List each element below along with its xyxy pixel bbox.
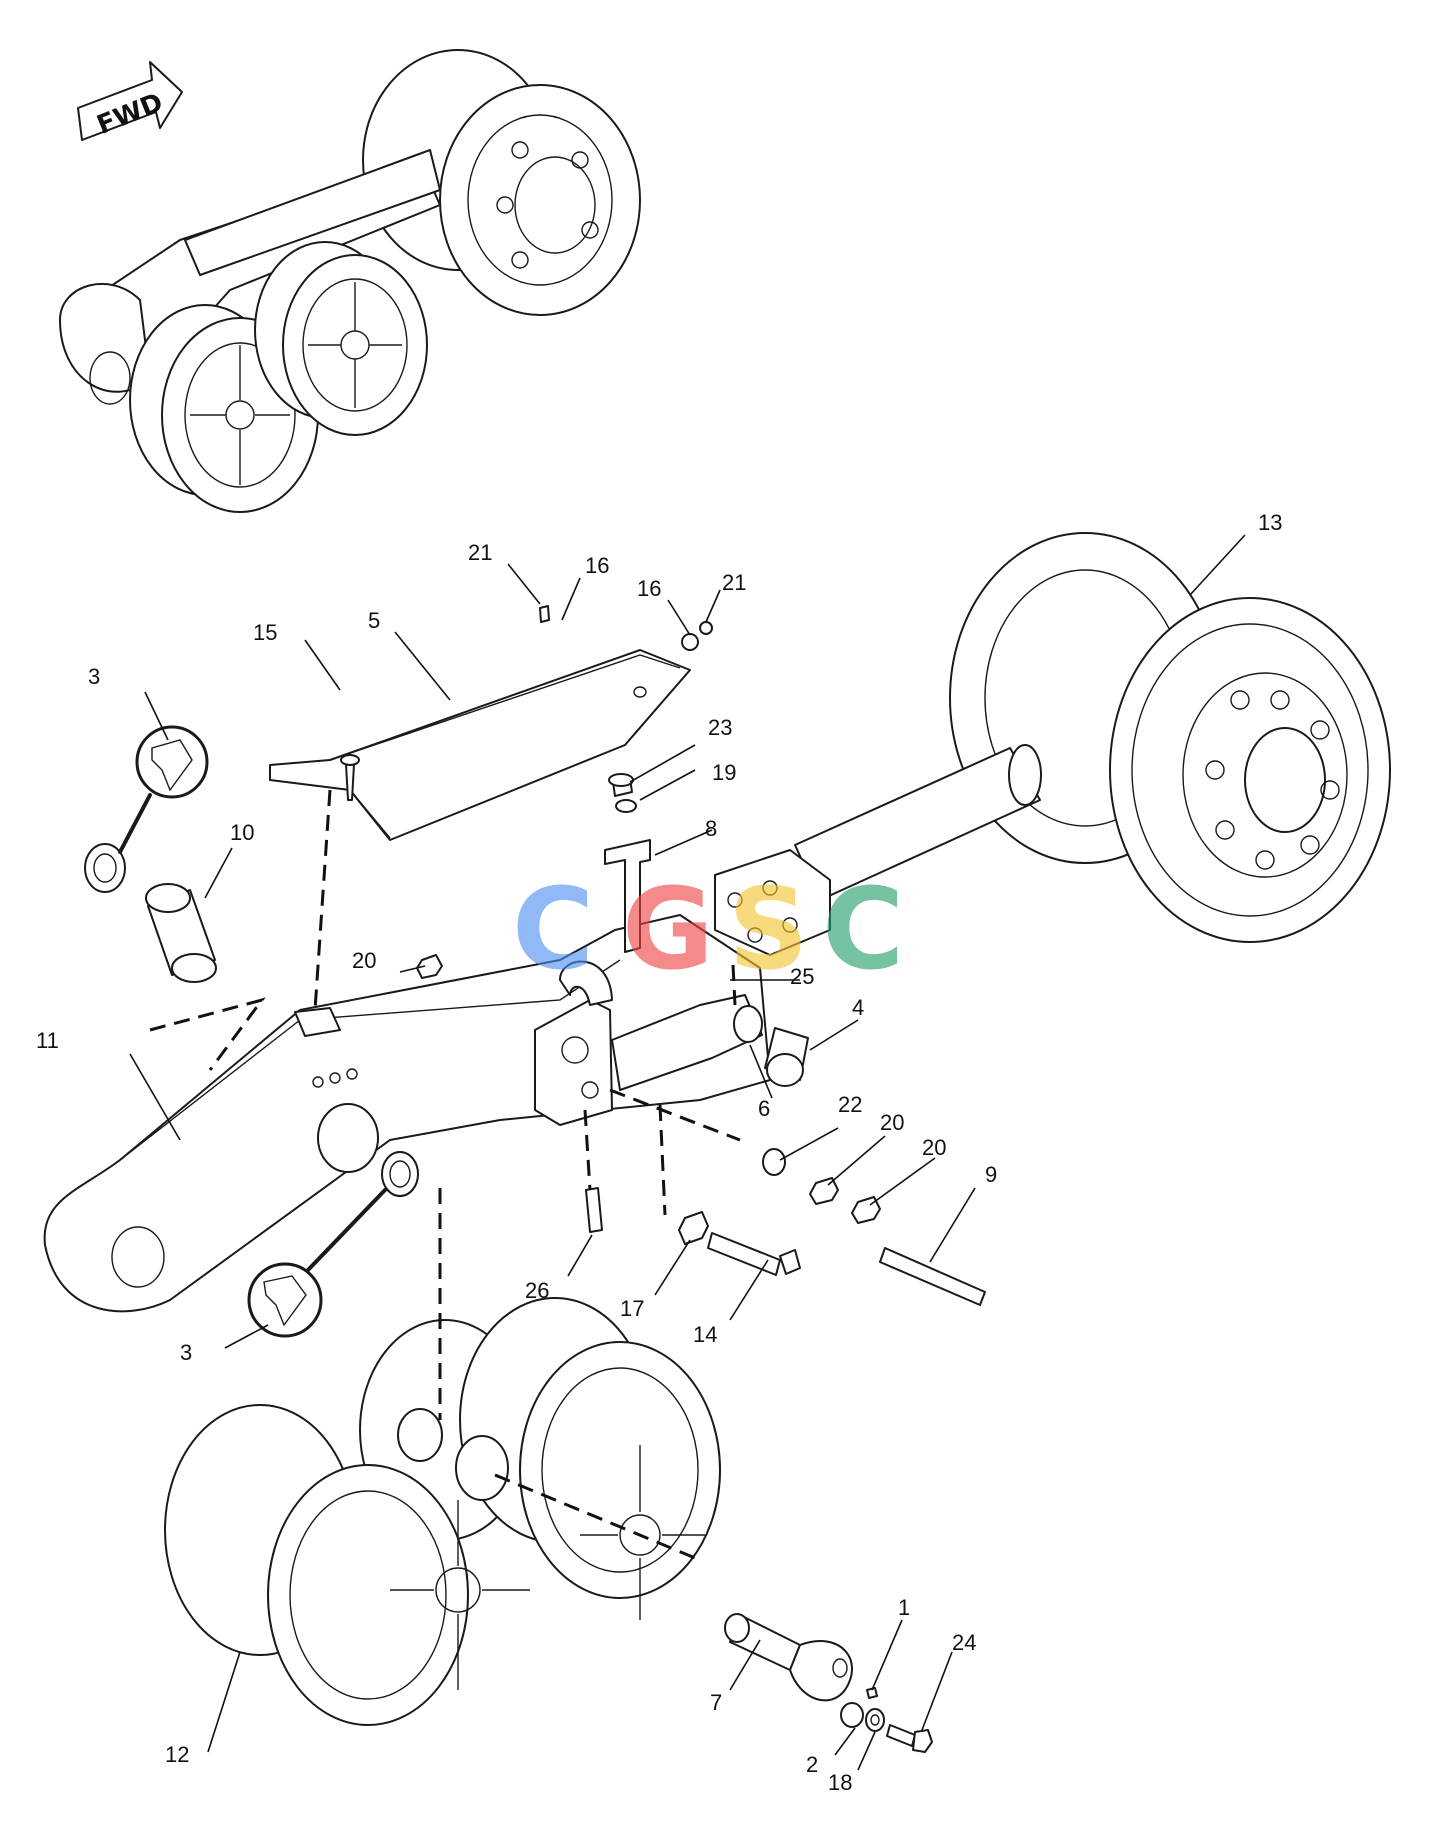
- callout-24: 24: [952, 1630, 976, 1655]
- callout-3: 3: [88, 664, 100, 689]
- watermark-logo: C G S C: [512, 865, 904, 995]
- callout-12: 12: [165, 1742, 189, 1767]
- callout-5: 5: [368, 608, 380, 633]
- callout-20: 20: [352, 948, 376, 973]
- callout-16: 16: [585, 553, 609, 578]
- callout-16: 16: [637, 576, 661, 601]
- watermark-letter: C: [822, 865, 904, 995]
- fwd-arrow-icon: FWD: [77, 61, 183, 141]
- callout-22: 22: [838, 1092, 862, 1117]
- callout-10: 10: [230, 820, 254, 845]
- guard-5: [269, 649, 691, 841]
- callout-9: 9: [985, 1162, 997, 1187]
- callout-21: 21: [468, 540, 492, 565]
- callout-3: 3: [180, 1340, 192, 1365]
- watermark-letter: C: [512, 865, 594, 995]
- callout-17: 17: [620, 1296, 644, 1321]
- leader-lines: [129, 534, 1246, 1771]
- callout-21: 21: [722, 570, 746, 595]
- main-assembly: [43, 532, 1391, 1753]
- callout-1: 1: [898, 1595, 910, 1620]
- callout-19: 19: [712, 760, 736, 785]
- callout-15: 15: [253, 620, 277, 645]
- callout-23: 23: [708, 715, 732, 740]
- callout-7: 7: [710, 1690, 722, 1715]
- callout-4: 4: [852, 995, 864, 1020]
- callout-20: 20: [880, 1110, 904, 1135]
- callout-14: 14: [693, 1322, 717, 1347]
- watermark-letter: G: [622, 865, 714, 995]
- callout-2: 2: [806, 1752, 818, 1777]
- callout-25: 25: [790, 964, 814, 989]
- watermark-letter: S: [728, 865, 809, 995]
- callout-6: 6: [758, 1096, 770, 1121]
- callout-26: 26: [525, 1278, 549, 1303]
- callout-13: 13: [1258, 510, 1282, 535]
- overview-assembly: FWD: [59, 49, 641, 513]
- callout-11: 11: [36, 1028, 59, 1053]
- callout-18: 18: [828, 1770, 852, 1795]
- callout-8: 8: [705, 816, 717, 841]
- callout-20: 20: [922, 1135, 946, 1160]
- callout-labels: 1 2 3 3 4 5 6 7 8 9 10 11 12 13 14 15 16…: [36, 510, 1282, 1795]
